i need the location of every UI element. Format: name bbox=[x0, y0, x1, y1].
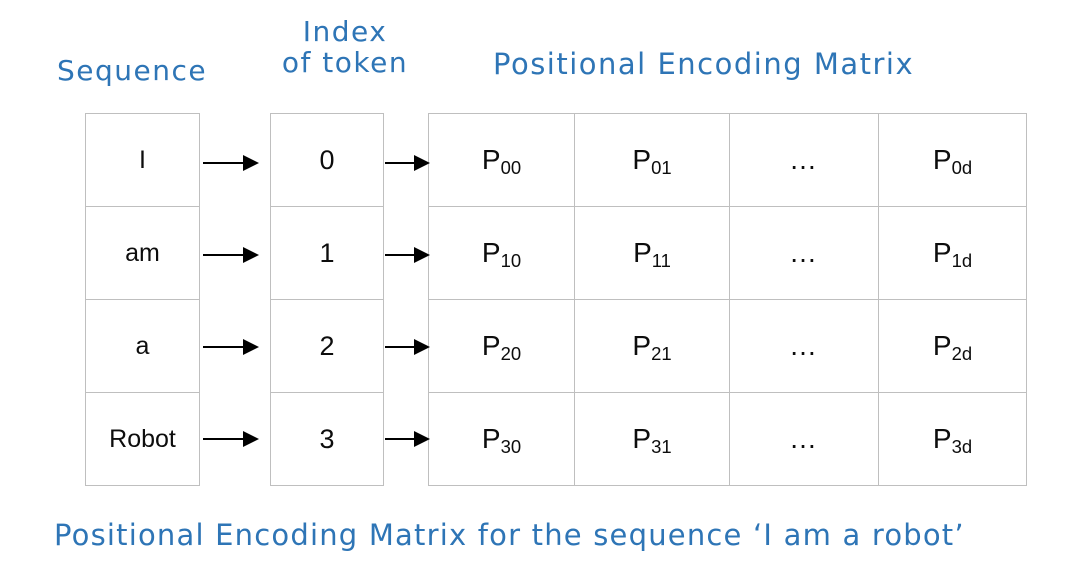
sequence-column-heading: Sequence bbox=[57, 54, 208, 87]
matrix-cell-value: P3d bbox=[932, 423, 973, 457]
matrix-cell: P2d bbox=[878, 299, 1027, 393]
table-row: am bbox=[85, 206, 200, 300]
matrix-cell-value: P01 bbox=[632, 144, 672, 178]
ellipsis: … bbox=[789, 237, 819, 268]
matrix-cell-value: P21 bbox=[632, 330, 672, 364]
matrix-cell: P11 bbox=[574, 206, 730, 300]
matrix-ellipsis-cell: … bbox=[729, 392, 879, 486]
ellipsis: … bbox=[789, 423, 819, 454]
matrix-cell-subscript: 20 bbox=[500, 342, 522, 364]
matrix-cell-value: P11 bbox=[633, 237, 671, 271]
arrow-right-icon bbox=[203, 150, 259, 176]
index-table: 0 1 2 3 bbox=[270, 113, 384, 486]
index-cell: 3 bbox=[270, 392, 384, 486]
matrix-cell: P31 bbox=[574, 392, 730, 486]
table-row: P30 P31 … P3d bbox=[428, 392, 1027, 486]
matrix-cell-value: P20 bbox=[481, 330, 522, 364]
index-cell: 2 bbox=[270, 299, 384, 393]
index-column-heading: Index of token bbox=[270, 16, 420, 79]
matrix-cell-value: P31 bbox=[632, 423, 672, 457]
matrix-cell-subscript: 10 bbox=[500, 249, 522, 271]
figure-caption: Positional Encoding Matrix for the seque… bbox=[54, 518, 965, 552]
sequence-cell: am bbox=[85, 206, 200, 300]
matrix-cell-subscript: 30 bbox=[500, 435, 522, 457]
table-row: P10 P11 … P1d bbox=[428, 206, 1027, 300]
matrix-cell-subscript: 00 bbox=[500, 156, 522, 178]
table-row: P20 P21 … P2d bbox=[428, 299, 1027, 393]
matrix-cell-value: P1d bbox=[932, 237, 973, 271]
table-row: I bbox=[85, 113, 200, 207]
table-row: 0 bbox=[270, 113, 384, 207]
matrix-cell-subscript: 31 bbox=[651, 435, 672, 457]
index-heading-line-2: of token bbox=[281, 46, 409, 80]
sequence-cell: Robot bbox=[85, 392, 200, 486]
index-cell: 0 bbox=[270, 113, 384, 207]
matrix-cell-subscript: 01 bbox=[651, 156, 672, 178]
table-row: P00 P01 … P0d bbox=[428, 113, 1027, 207]
matrix-cell: P21 bbox=[574, 299, 730, 393]
index-cell: 1 bbox=[270, 206, 384, 300]
ellipsis: … bbox=[789, 330, 819, 361]
matrix-cell: P10 bbox=[428, 206, 575, 300]
table-row: 3 bbox=[270, 392, 384, 486]
sequence-table: I am a Robot bbox=[85, 113, 200, 486]
matrix-cell-value: P0d bbox=[932, 144, 973, 178]
matrix-cell: P20 bbox=[428, 299, 575, 393]
matrix-ellipsis-cell: … bbox=[729, 299, 879, 393]
table-row: Robot bbox=[85, 392, 200, 486]
table-row: a bbox=[85, 299, 200, 393]
matrix-cell-subscript: 3d bbox=[951, 435, 973, 457]
arrow-right-icon bbox=[203, 334, 259, 360]
matrix-heading: Positional Encoding Matrix bbox=[493, 47, 915, 81]
matrix-cell-subscript: 21 bbox=[651, 342, 672, 364]
matrix-cell-subscript: 2d bbox=[951, 342, 973, 364]
matrix-cell-subscript: 11 bbox=[651, 249, 671, 271]
matrix-cell: P3d bbox=[878, 392, 1027, 486]
matrix-cell-value: P00 bbox=[481, 144, 522, 178]
ellipsis: … bbox=[789, 144, 819, 175]
arrow-right-icon bbox=[385, 334, 430, 360]
matrix-cell-subscript: 1d bbox=[951, 249, 973, 271]
sequence-cell: a bbox=[85, 299, 200, 393]
matrix-cell-value: P10 bbox=[481, 237, 522, 271]
arrow-right-icon bbox=[203, 242, 259, 268]
matrix-cell: P01 bbox=[574, 113, 730, 207]
matrix-cell: P30 bbox=[428, 392, 575, 486]
table-row: 1 bbox=[270, 206, 384, 300]
arrow-right-icon bbox=[385, 426, 430, 452]
matrix-cell-value: P2d bbox=[932, 330, 973, 364]
table-row: 2 bbox=[270, 299, 384, 393]
matrix-cell-value: P30 bbox=[481, 423, 522, 457]
matrix-cell: P0d bbox=[878, 113, 1027, 207]
arrow-right-icon bbox=[385, 242, 430, 268]
arrow-right-icon bbox=[385, 150, 430, 176]
matrix-ellipsis-cell: … bbox=[729, 113, 879, 207]
sequence-cell: I bbox=[85, 113, 200, 207]
arrow-right-icon bbox=[203, 426, 259, 452]
matrix-ellipsis-cell: … bbox=[729, 206, 879, 300]
matrix-cell-subscript: 0d bbox=[951, 156, 973, 178]
index-heading-line-1: Index bbox=[302, 15, 388, 48]
matrix-cell: P1d bbox=[878, 206, 1027, 300]
matrix-cell: P00 bbox=[428, 113, 575, 207]
